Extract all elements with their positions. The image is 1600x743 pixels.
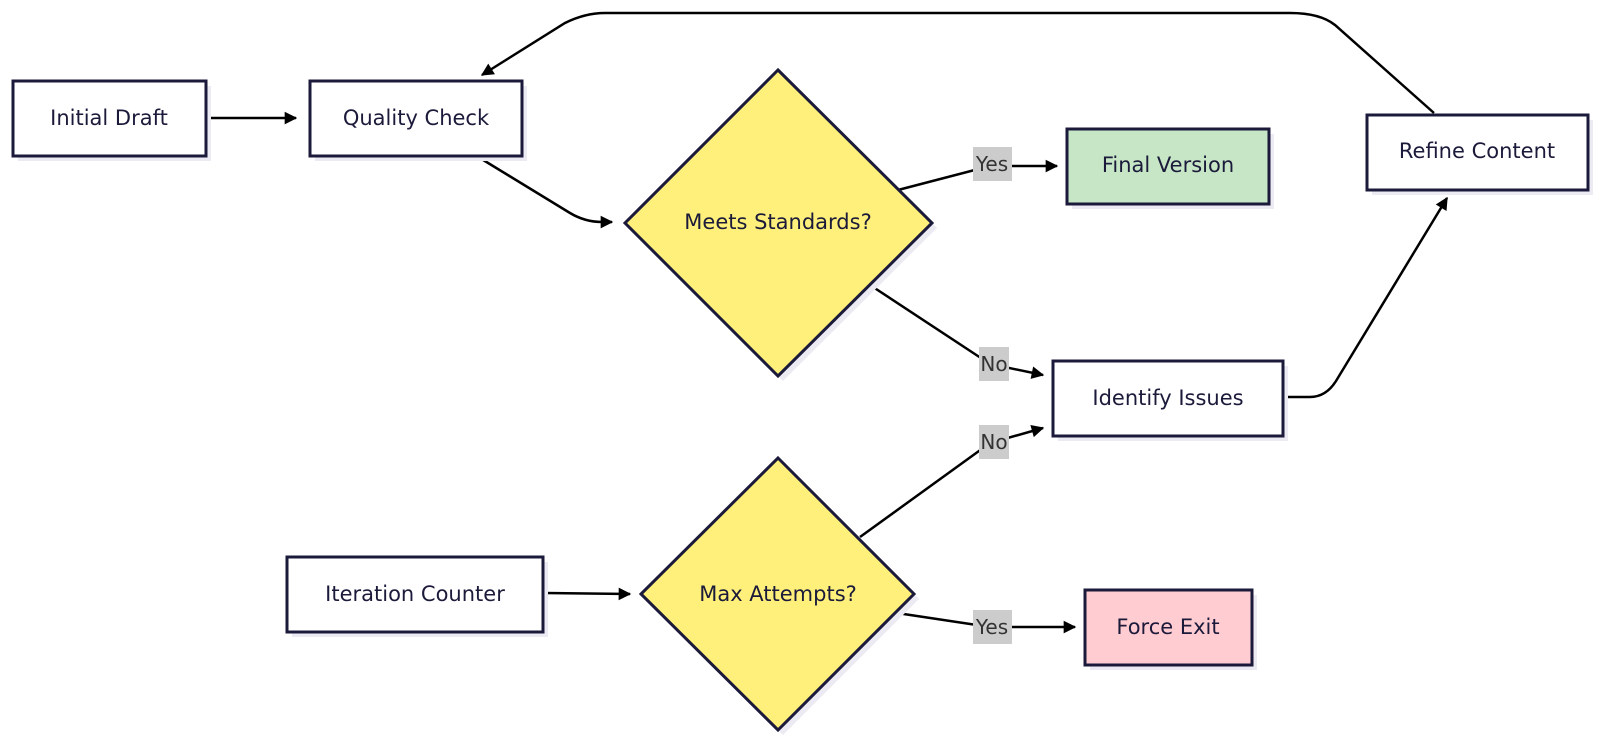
- node-box: [1065, 127, 1271, 206]
- node-initial-draft[interactable]: Initial Draft: [11, 79, 211, 161]
- edge-iteration-counter-to-max-attempts: [544, 587, 632, 601]
- edge-refine-content-to-quality-check: [480, 11, 1435, 114]
- node-box: [285, 555, 545, 634]
- node-label: Final Version: [1102, 153, 1234, 177]
- node-force-exit[interactable]: Force Exit: [1083, 588, 1257, 670]
- node-box: [1365, 113, 1590, 192]
- node-label: Meets Standards?: [684, 210, 871, 234]
- node-box: [1051, 359, 1285, 438]
- node-box: [1083, 588, 1254, 667]
- node-label: Refine Content: [1399, 139, 1555, 163]
- edge-labels: Yes No No Yes: [973, 147, 1012, 644]
- node-identify-issues[interactable]: Identify Issues: [1051, 359, 1288, 441]
- edge-label-bg: [979, 347, 1009, 381]
- node-label: Max Attempts?: [699, 582, 857, 606]
- node-box: [308, 79, 524, 158]
- node-label: Iteration Counter: [325, 582, 505, 606]
- node-label: Identify Issues: [1092, 386, 1243, 410]
- node-box: [11, 79, 208, 158]
- edge-identify-issues-to-refine-content: [1284, 196, 1449, 399]
- edge-label-bg: [973, 610, 1012, 644]
- edge-quality-check-to-meets-standards: [474, 153, 614, 229]
- edge-label-max-yes: Yes: [975, 615, 1008, 639]
- edge-label-meets-yes: Yes: [975, 152, 1008, 176]
- node-label: Initial Draft: [50, 106, 168, 130]
- node-quality-check[interactable]: Quality Check: [308, 79, 527, 161]
- node-max-attempts-decision[interactable]: Max Attempts?: [638, 455, 919, 735]
- edge-label-max-no: No: [980, 430, 1007, 454]
- node-refine-content[interactable]: Refine Content: [1365, 113, 1593, 195]
- node-label: Quality Check: [343, 106, 490, 130]
- node-label: Force Exit: [1116, 615, 1219, 639]
- edge-meets-standards-no-to-identify-issues: [869, 283, 1045, 379]
- decision-diamond: [622, 67, 935, 379]
- edge-label-bg: [979, 425, 1009, 459]
- node-meets-standards-decision[interactable]: Meets Standards?: [622, 67, 937, 381]
- node-final-version[interactable]: Final Version: [1065, 127, 1274, 209]
- nodes: Initial Draft Quality Check Meets Standa…: [11, 67, 1593, 735]
- decision-diamond: [638, 455, 917, 733]
- edge-max-attempts-no-to-identify-issues: [859, 425, 1045, 539]
- node-iteration-counter[interactable]: Iteration Counter: [285, 555, 548, 637]
- edge-label-meets-no: No: [980, 352, 1007, 376]
- edge-label-bg: [973, 147, 1012, 181]
